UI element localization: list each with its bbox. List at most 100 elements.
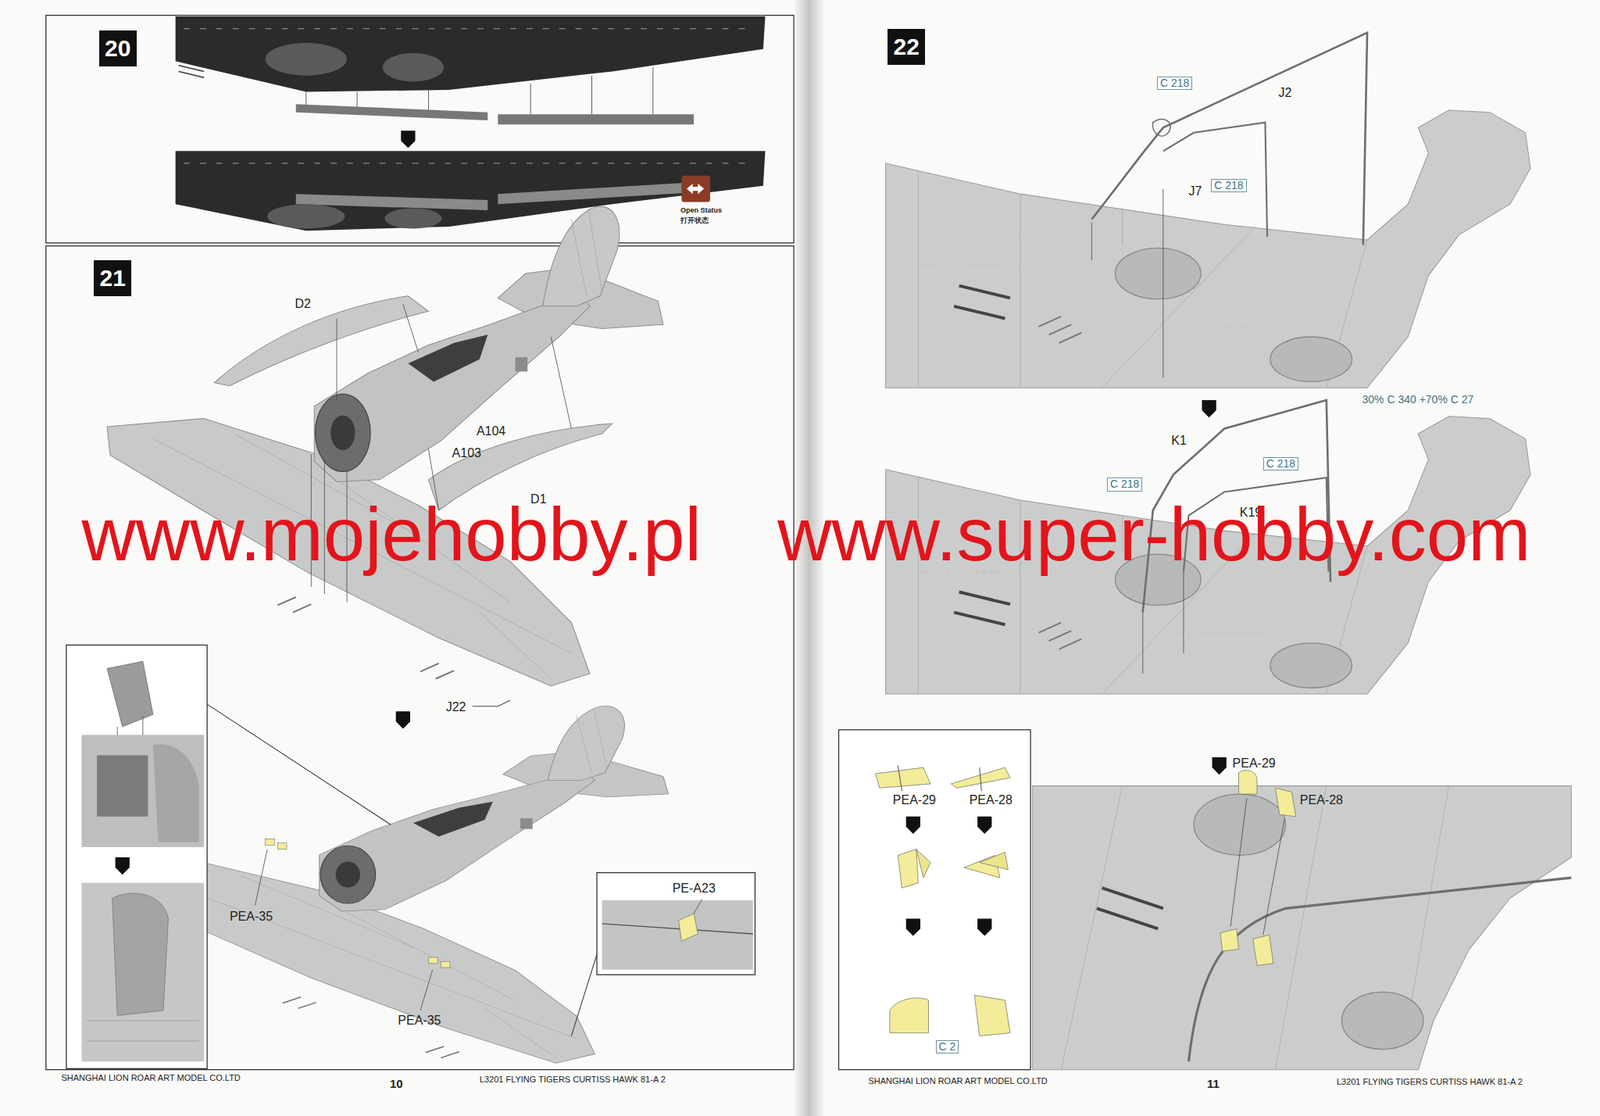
part-label: PEA-28 bbox=[969, 792, 1013, 808]
wing-view-mast bbox=[885, 400, 1531, 775]
wing-underside bbox=[183, 28, 755, 29]
page-footer: L3201 FLYING TIGERS CURTISS HAWK 81-A 2 bbox=[479, 1074, 666, 1084]
wing-view-antenna bbox=[1201, 400, 1216, 418]
icon-caption: Open Status bbox=[680, 207, 722, 215]
color-callout: C 218 bbox=[1263, 457, 1299, 471]
wing-view-antenna bbox=[1152, 118, 1171, 136]
pe-fold-inset bbox=[897, 849, 918, 889]
wing-view-fairing bbox=[1253, 934, 1274, 965]
pe-inset bbox=[602, 900, 754, 970]
wing-view-fairing bbox=[1230, 797, 1285, 935]
wing-view-fairing bbox=[1096, 887, 1164, 929]
wing-underside bbox=[296, 103, 489, 121]
part-label: PEA-29 bbox=[892, 792, 936, 808]
wing-underside bbox=[384, 207, 442, 229]
aircraft-assembled bbox=[428, 957, 439, 964]
watermark: www.super-hobby.com bbox=[777, 496, 1531, 572]
aircraft-assembled bbox=[255, 849, 433, 1011]
step-number-box: 20 bbox=[99, 30, 137, 67]
paint-mix-note: 30% C 340 +70% C 27 bbox=[1362, 393, 1475, 406]
step-number: 22 bbox=[893, 35, 920, 59]
pe-inset bbox=[693, 899, 702, 914]
step-number-box: 21 bbox=[93, 260, 132, 297]
wing-view-fairing bbox=[1193, 793, 1286, 855]
aircraft-exploded bbox=[214, 296, 429, 386]
aircraft-assembled bbox=[440, 960, 450, 968]
color-callout: C 218 bbox=[1107, 477, 1143, 491]
cockpit-inset bbox=[86, 1020, 200, 1041]
part-label: PEA-35 bbox=[397, 1013, 441, 1028]
open-status-icon bbox=[681, 175, 711, 203]
wing-underside bbox=[175, 16, 766, 93]
pe-fold-inset bbox=[979, 852, 1009, 870]
page-footer: SHANGHAI LION ROAR ART MODEL CO.LTD bbox=[867, 1075, 1047, 1086]
aircraft-exploded bbox=[396, 710, 411, 729]
part-label: J22 bbox=[446, 700, 467, 715]
wing-underside bbox=[267, 203, 345, 229]
wing-view-antenna bbox=[885, 32, 1531, 418]
wing-view-antenna bbox=[885, 110, 1531, 388]
part-label: D2 bbox=[294, 296, 311, 311]
wing-view-fairing bbox=[1238, 770, 1258, 794]
pe-fold-inset bbox=[875, 767, 932, 788]
watermark: www.mojehobby.pl bbox=[82, 496, 702, 572]
wing-view-fairing bbox=[1032, 785, 1572, 1070]
cockpit-inset bbox=[81, 734, 204, 847]
wing-view-antenna bbox=[1091, 32, 1368, 246]
wing-underside bbox=[400, 130, 415, 148]
cockpit-inset bbox=[107, 660, 154, 727]
part-label: PEA-35 bbox=[229, 909, 273, 924]
wing-view-fairing bbox=[1275, 787, 1297, 817]
cockpit-inset bbox=[66, 644, 391, 1068]
pe-fold-inset bbox=[977, 917, 992, 936]
open-status-icon bbox=[681, 175, 711, 203]
wing-view-fairing bbox=[1188, 877, 1572, 1061]
wing-underside bbox=[382, 53, 444, 83]
instruction-art bbox=[46, 0, 1572, 1116]
page-number: 11 bbox=[1207, 1077, 1220, 1091]
wing-underside bbox=[497, 181, 704, 204]
step-frame bbox=[46, 15, 794, 1070]
aircraft-exploded bbox=[472, 700, 511, 707]
wing-view-mast bbox=[1142, 571, 1184, 674]
color-callout: C 218 bbox=[1157, 76, 1193, 90]
cockpit-inset bbox=[153, 743, 200, 842]
pe-fold-inset bbox=[979, 767, 983, 791]
part-label: PEA-28 bbox=[1300, 792, 1343, 808]
pe-inset bbox=[571, 872, 755, 1036]
wing-view-fairing bbox=[1060, 785, 1449, 1070]
wing-view-antenna bbox=[1163, 122, 1268, 237]
step-frame bbox=[46, 15, 794, 243]
wing-view-fairing bbox=[1220, 928, 1240, 951]
part-label: J2 bbox=[1278, 85, 1292, 100]
cockpit-inset bbox=[66, 644, 208, 1068]
wing-view-fairing bbox=[1341, 991, 1423, 1049]
pe-fold-inset bbox=[906, 917, 921, 936]
part-label: PE-A23 bbox=[672, 881, 716, 896]
wing-underside bbox=[178, 65, 205, 79]
aircraft-assembled bbox=[265, 839, 275, 846]
cockpit-inset bbox=[112, 892, 169, 1015]
pe-fold-inset bbox=[974, 994, 1011, 1036]
pe-fold-inset bbox=[889, 997, 929, 1033]
wing-underside bbox=[175, 150, 766, 231]
pe-fold-inset bbox=[839, 729, 1032, 1070]
wing-view-mast bbox=[1212, 757, 1227, 775]
cockpit-inset bbox=[96, 754, 148, 816]
pe-inset bbox=[571, 953, 597, 1036]
pe-inset bbox=[678, 913, 698, 941]
page-number: 10 bbox=[389, 1077, 404, 1091]
aircraft-assembled bbox=[277, 842, 287, 850]
wing-underside bbox=[175, 16, 766, 231]
pe-fold-inset bbox=[839, 729, 1032, 1070]
part-label: PEA-29 bbox=[1232, 756, 1276, 771]
pe-fold-inset bbox=[916, 849, 931, 879]
wing-underside bbox=[265, 42, 347, 76]
pe-inset bbox=[596, 872, 755, 975]
part-label: K1 bbox=[1171, 433, 1187, 448]
step-number-box: 22 bbox=[887, 28, 925, 65]
pe-inset bbox=[602, 923, 754, 934]
wing-view-fairing bbox=[1032, 770, 1572, 1070]
color-callout: C 2 bbox=[935, 1039, 960, 1054]
page-footer: SHANGHAI LION ROAR ART MODEL CO.LTD bbox=[60, 1072, 240, 1083]
